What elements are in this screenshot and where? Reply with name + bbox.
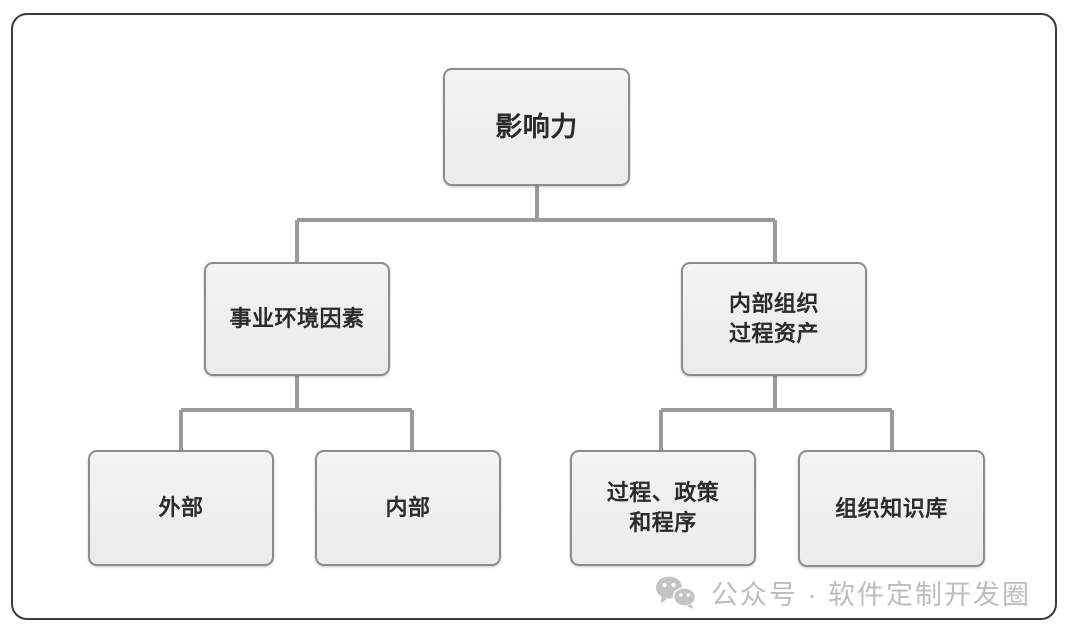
node-external[interactable]: 外部	[88, 450, 274, 566]
watermark: 公众号 · 软件定制开发圈	[655, 570, 1031, 614]
watermark-text: 公众号 · 软件定制开发圈	[711, 579, 1031, 610]
node-organizational-knowledge-base[interactable]: 组织知识库	[798, 450, 985, 567]
node-influence[interactable]: 影响力	[443, 68, 630, 186]
node-organizational-process-assets[interactable]: 内部组织 过程资产	[681, 262, 867, 376]
node-internal[interactable]: 内部	[315, 450, 501, 566]
node-process-policy-procedures[interactable]: 过程、政策 和程序	[570, 450, 756, 566]
wechat-icon	[656, 576, 697, 609]
node-enterprise-environmental-factors[interactable]: 事业环境因素	[204, 262, 390, 376]
